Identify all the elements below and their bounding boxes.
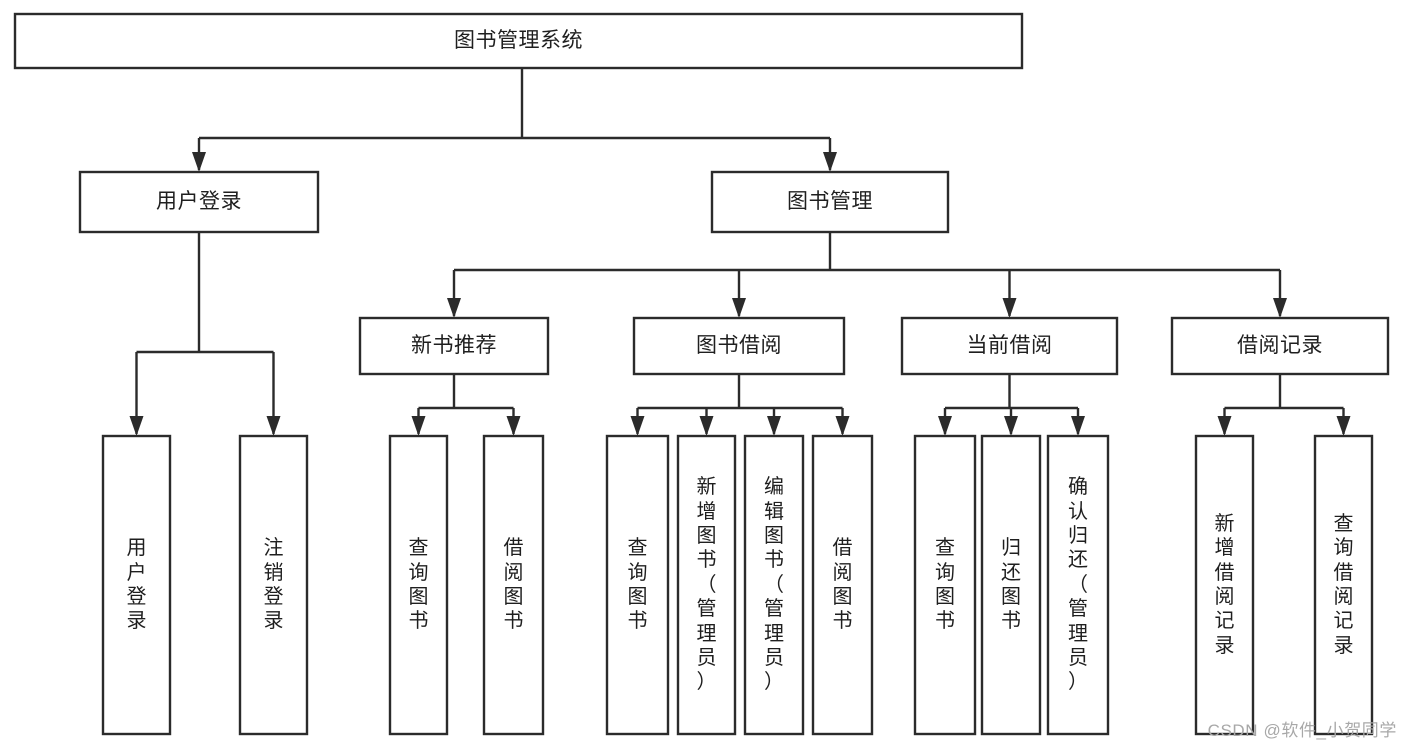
- arrow-l2-to-l3-3: [1273, 298, 1287, 318]
- arrow-to-leaf-11: [1217, 416, 1232, 436]
- node-box-l3-3[interactable]: [1170, 316, 1390, 376]
- node-box-l3-1[interactable]: [632, 316, 846, 376]
- node-box-leaf-4[interactable]: [605, 434, 670, 736]
- arrow-to-leaf-10: [1071, 416, 1085, 436]
- arrow-l2-to-l3-2: [1002, 298, 1017, 318]
- node-box-l3-0[interactable]: [358, 316, 550, 376]
- arrow-root-to-l2-1: [823, 152, 837, 172]
- node-box-leaf-12[interactable]: [1313, 434, 1374, 736]
- node-box-leaf-9[interactable]: [980, 434, 1042, 736]
- node-box-leaf-11[interactable]: [1194, 434, 1255, 736]
- node-box-root[interactable]: [13, 12, 1024, 70]
- node-box-leaf-7[interactable]: [811, 434, 874, 736]
- arrow-to-leaf-4: [630, 416, 645, 436]
- node-box-leaf-3[interactable]: [482, 434, 545, 736]
- arrow-to-leaf-9: [1004, 416, 1018, 436]
- node-box-leaf-6[interactable]: [743, 434, 805, 736]
- node-box-l2-1[interactable]: [710, 170, 950, 234]
- node-box-leaf-10[interactable]: [1046, 434, 1110, 736]
- arrow-to-leaf-6: [767, 416, 781, 436]
- node-box-leaf-5[interactable]: [676, 434, 737, 736]
- node-box-leaf-1[interactable]: [238, 434, 309, 736]
- node-box-leaf-2[interactable]: [388, 434, 449, 736]
- arrow-l2-to-l3-1: [732, 298, 746, 318]
- arrow-l2-to-l3-0: [447, 298, 461, 318]
- arrow-to-leaf-8: [938, 416, 952, 436]
- node-box-leaf-8[interactable]: [913, 434, 977, 736]
- node-box-l2-0[interactable]: [78, 170, 320, 234]
- arrow-to-leaf-7: [835, 416, 850, 436]
- arrow-to-leaf-2: [411, 416, 426, 436]
- arrow-root-to-l2-0: [192, 152, 206, 172]
- arrow-to-leaf-3: [506, 416, 521, 436]
- arrow-to-leaf-5: [699, 416, 714, 436]
- node-box-leaf-0[interactable]: [101, 434, 172, 736]
- arrow-to-leaf-0: [129, 416, 144, 436]
- arrow-to-leaf-1: [266, 416, 281, 436]
- connector-layer: [129, 68, 1351, 436]
- arrow-to-leaf-12: [1336, 416, 1351, 436]
- node-box-l3-2[interactable]: [900, 316, 1119, 376]
- node-box-layer: [13, 12, 1390, 736]
- watermark-text: CSDN @软件_小贺同学: [1207, 721, 1397, 740]
